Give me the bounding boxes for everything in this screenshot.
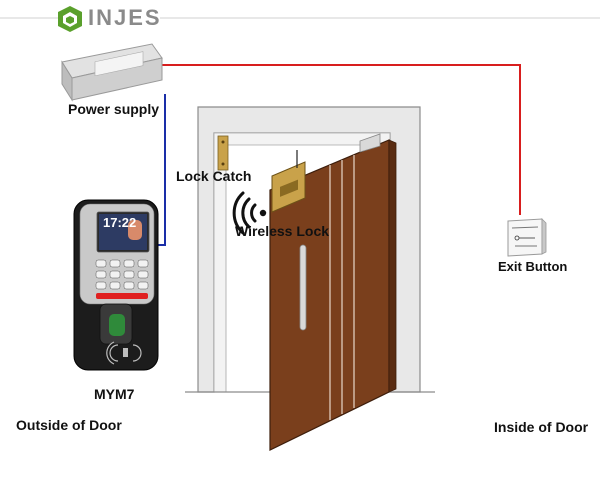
access-terminal <box>73 199 159 371</box>
wireless-lock-label: Wireless Lock <box>235 223 330 239</box>
logo-mark-icon <box>58 6 82 32</box>
exit-button-label: Exit Button <box>498 259 568 274</box>
lock-catch-label: Lock Catch <box>176 168 252 184</box>
rfid-icon <box>106 341 142 365</box>
door-leaf <box>269 133 397 451</box>
exit-button-device <box>507 218 547 257</box>
terminal-clock: 17:22 <box>103 215 137 230</box>
wifi-icon <box>232 191 267 235</box>
keypad <box>95 259 149 290</box>
power-wire-red <box>160 64 521 215</box>
power-supply-box <box>61 43 163 102</box>
device-model-label: MYM7 <box>94 386 135 402</box>
power-supply-label: Power supply <box>68 101 160 117</box>
brand-logo-text: INJES <box>88 5 162 30</box>
door-handle <box>299 244 307 331</box>
fingerprint-sensor <box>109 314 125 336</box>
inside-door-label: Inside of Door <box>494 419 589 435</box>
outside-door-label: Outside of Door <box>16 417 122 433</box>
lock-catch <box>217 135 229 171</box>
